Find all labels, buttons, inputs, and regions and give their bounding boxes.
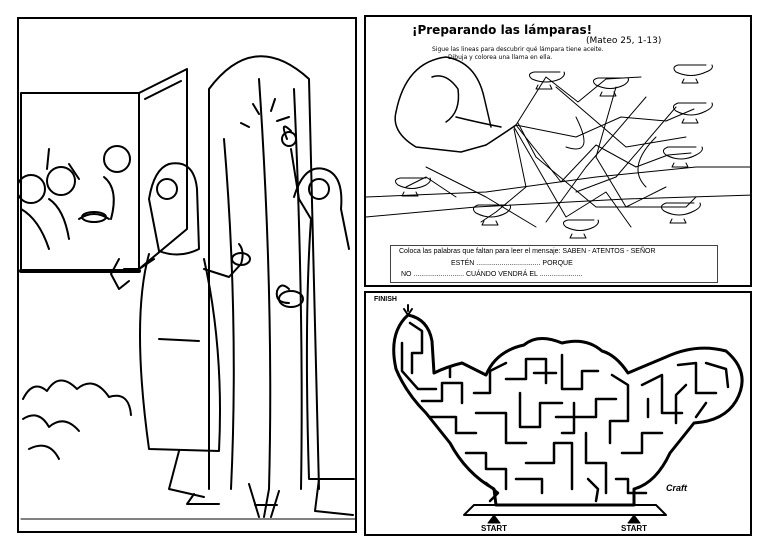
message-line-1: ESTÉN ................................. … bbox=[451, 260, 573, 267]
puzzle-instruction-line-1: Sigue las lineas para descubrir qué lámp… bbox=[432, 46, 604, 53]
praying-woman-figure bbox=[394, 56, 517, 153]
oil-lamp-icon bbox=[562, 219, 599, 239]
missing-words-box: Coloca las palabras que faltan para leer… bbox=[390, 245, 718, 283]
lamp-puzzle-panel: ¡Preparando las lámparas! (Mateo 25, 1-1… bbox=[364, 15, 752, 287]
oil-lamp-icon bbox=[660, 202, 701, 224]
oil-lamp-icon bbox=[394, 177, 431, 197]
puzzle-instruction-line-2: Dibuja y colorea una llama en ella. bbox=[448, 54, 553, 61]
maze-start-label-left: START bbox=[481, 524, 508, 533]
message-line-2: NO .......................... CUÁNDO VEN… bbox=[401, 271, 583, 278]
lamp-maze-panel: FINISH START START Craft bbox=[364, 291, 752, 536]
oil-lamp-icon bbox=[528, 71, 565, 90]
maze-finish-label: FINISH bbox=[374, 296, 397, 303]
maze-logo: Craft bbox=[666, 483, 688, 493]
oil-lamp-icon bbox=[672, 102, 713, 124]
start-arrow-icon bbox=[487, 514, 501, 524]
start-arrow-icon bbox=[627, 514, 641, 524]
maze-start-label-right: START bbox=[621, 524, 648, 533]
oil-lamp-icon bbox=[673, 64, 713, 84]
coloring-illustration-panel bbox=[17, 17, 357, 533]
missing-words-instruction: Coloca las palabras que faltan para leer… bbox=[399, 248, 656, 255]
finish-arrow-icon bbox=[403, 304, 413, 316]
puzzle-bible-reference: (Mateo 25, 1-13) bbox=[586, 36, 662, 46]
virgins-at-door-illustration bbox=[19, 55, 355, 520]
lamp-maze-drawing bbox=[392, 304, 744, 524]
puzzle-title: ¡Preparando las lámparas! bbox=[412, 23, 593, 37]
tangled-lines-illustration bbox=[366, 56, 750, 239]
oil-lamp-icon bbox=[592, 77, 629, 97]
oil-lamp-icon bbox=[662, 146, 703, 168]
oil-lamp-icon bbox=[472, 204, 511, 226]
